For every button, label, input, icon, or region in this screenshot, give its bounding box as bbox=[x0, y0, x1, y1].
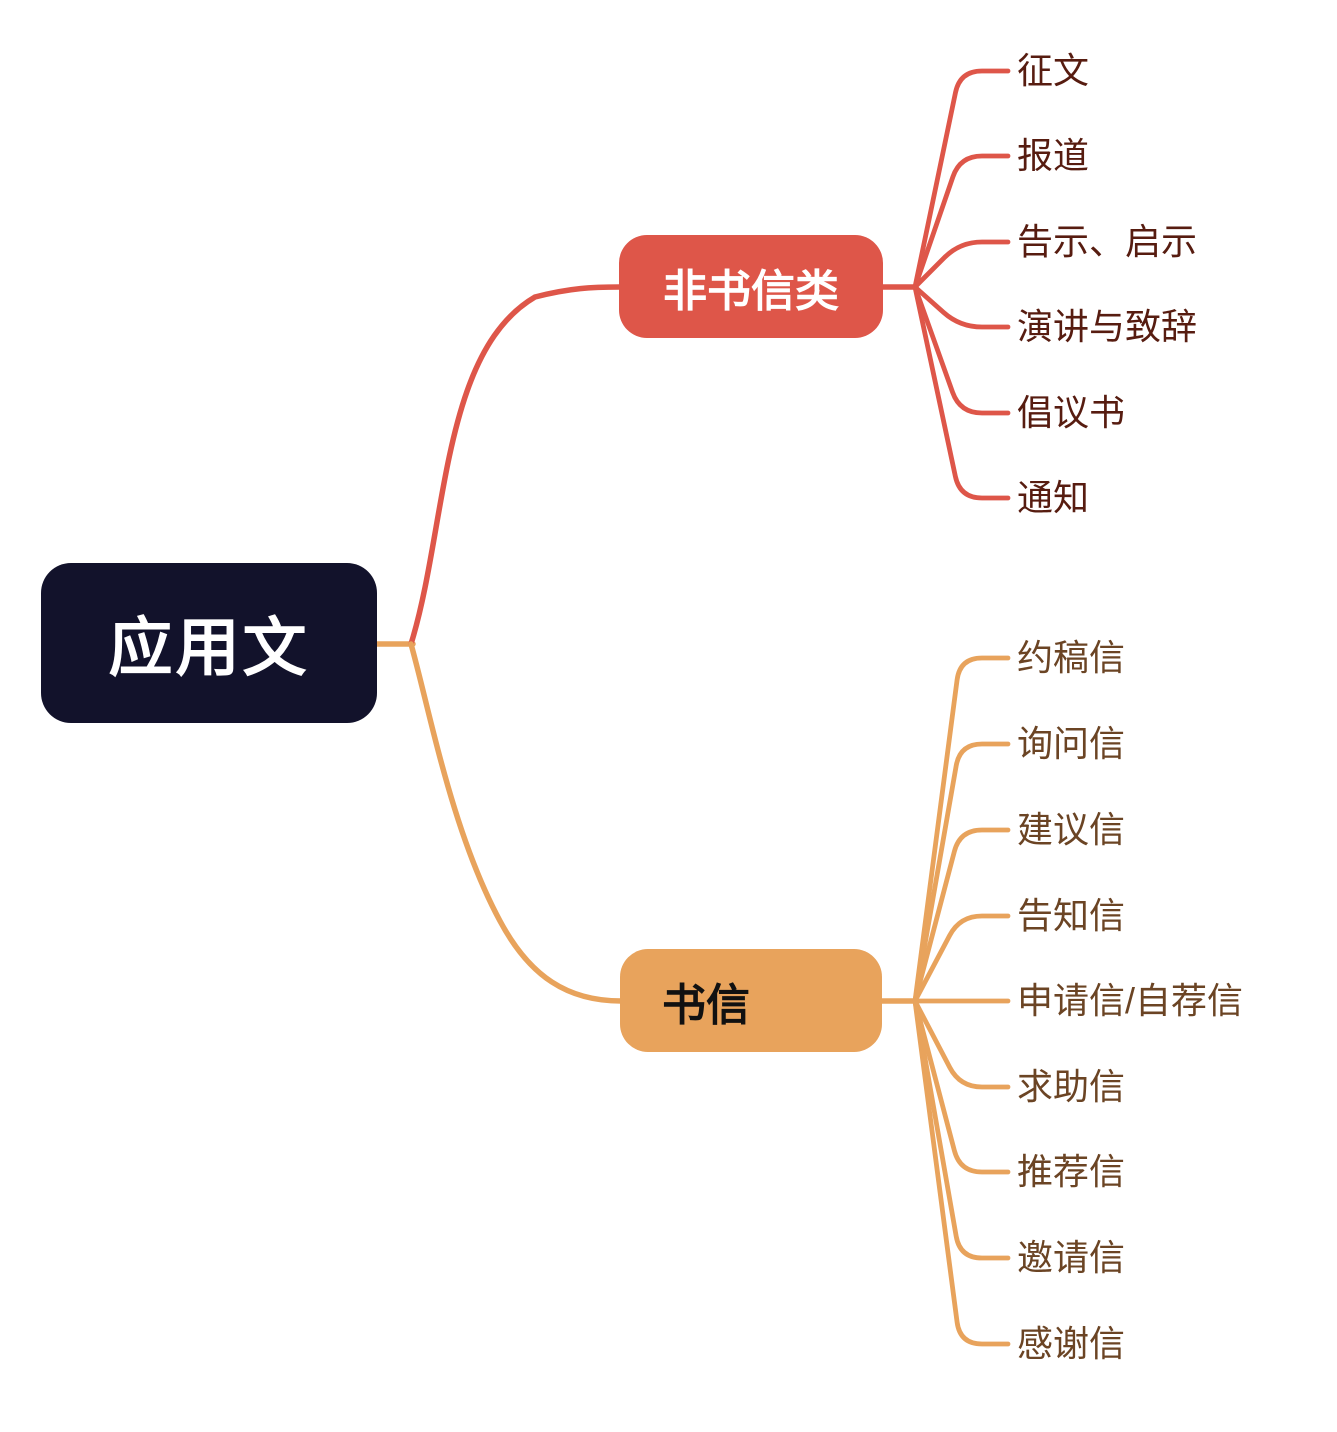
leaf-node[interactable]: 演讲与致辞 bbox=[1017, 306, 1198, 347]
connector-path bbox=[912, 913, 1011, 1004]
connector-path bbox=[912, 998, 1011, 1261]
leaf-node[interactable]: 建议信 bbox=[1017, 809, 1126, 850]
connector-path bbox=[408, 641, 624, 1004]
leaf-node[interactable]: 申请信/自荐信 bbox=[1017, 980, 1244, 1021]
leaf-node[interactable]: 求助信 bbox=[1017, 1066, 1126, 1107]
connector-path bbox=[912, 284, 1011, 330]
leaf-node[interactable]: 询问信 bbox=[1017, 723, 1126, 764]
leaf-node[interactable]: 倡议书 bbox=[1017, 392, 1126, 433]
leaf-node[interactable]: 邀请信 bbox=[1017, 1237, 1126, 1278]
connector-path bbox=[912, 239, 1011, 290]
connector-path bbox=[912, 741, 1011, 1004]
connector-path bbox=[408, 284, 623, 647]
leaf-node[interactable]: 报道 bbox=[1017, 135, 1090, 176]
leaf-node[interactable]: 感谢信 bbox=[1017, 1323, 1126, 1364]
leaf-node[interactable]: 征文 bbox=[1017, 50, 1090, 91]
branch-node-non-letter[interactable]: 非书信类 bbox=[619, 235, 883, 338]
leaf-node[interactable]: 通知 bbox=[1017, 477, 1090, 518]
connector-path bbox=[912, 68, 1011, 290]
leaf-node[interactable]: 推荐信 bbox=[1017, 1151, 1126, 1192]
branch-node-letter[interactable]: 书信 bbox=[620, 949, 882, 1052]
connector-path bbox=[912, 827, 1011, 1004]
connector-path bbox=[912, 998, 1011, 1090]
connector-path bbox=[912, 153, 1011, 290]
leaf-node[interactable]: 告知信 bbox=[1017, 895, 1126, 936]
leaf-node[interactable]: 约稿信 bbox=[1017, 637, 1126, 678]
connector-path bbox=[912, 998, 1011, 1347]
connector-path bbox=[912, 655, 1011, 1004]
connector-path bbox=[912, 998, 1011, 1175]
leaf-node[interactable]: 告示、启示 bbox=[1017, 221, 1198, 262]
root-node[interactable]: 应用文 bbox=[41, 563, 377, 723]
connector-path bbox=[912, 284, 1011, 501]
connector-path bbox=[912, 284, 1011, 416]
